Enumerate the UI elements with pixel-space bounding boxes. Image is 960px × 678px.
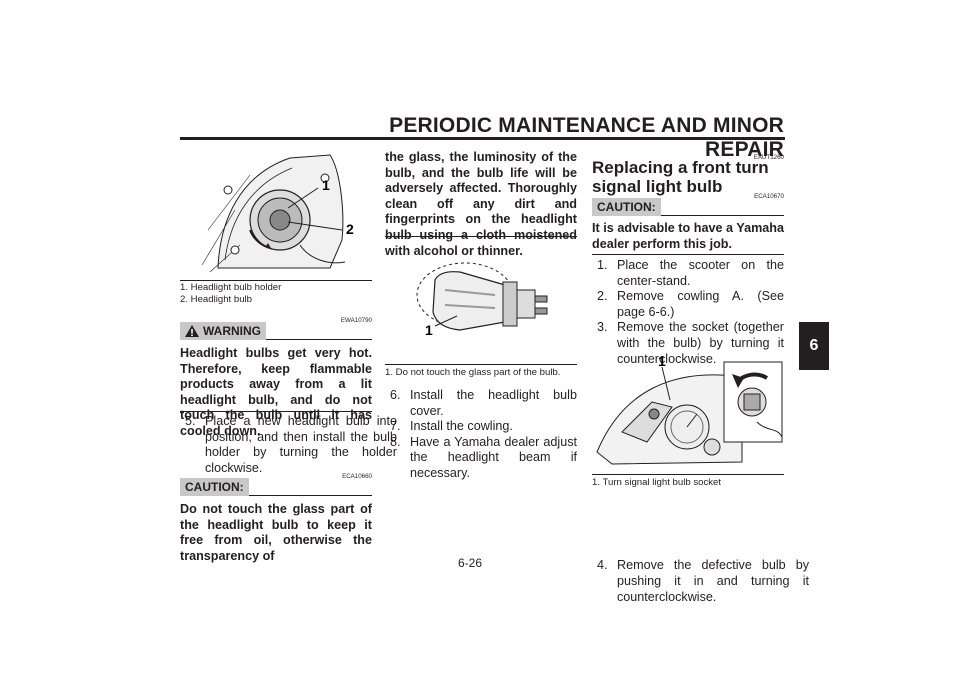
caution-end-rule — [592, 254, 784, 255]
figure-callout-2: 2 — [346, 221, 354, 237]
step-number: 8. — [390, 434, 401, 449]
step-number: 4. — [597, 558, 608, 573]
step-8: 8. Have a Yamaha dealer adjust the headli… — [385, 435, 577, 482]
figure-callout-1: 1 — [425, 322, 433, 338]
warning-triangle-icon — [185, 325, 199, 337]
figure-caption: 1. Do not touch the glass part of the bu… — [385, 367, 561, 378]
figure-caption-list: 1. Headlight bulb holder 2. Headlight bu… — [180, 282, 281, 306]
step-text: Remove the defective bulb by pushing it … — [617, 558, 809, 604]
warning-badge: WARNING — [180, 322, 266, 340]
step-text: Place the scooter on the center-stand. — [617, 258, 784, 288]
step-text: Have a Yamaha dealer adjust the headligh… — [410, 434, 577, 480]
caution-code: ECA10660 — [342, 473, 372, 480]
header-rule — [180, 137, 785, 140]
figure-caption: 2. Headlight bulb — [180, 294, 253, 305]
step-number: 7. — [390, 419, 401, 434]
step-number: 6. — [390, 388, 401, 402]
warning-rule — [266, 338, 372, 340]
caution-text: Do not touch the glass part of the headl… — [180, 502, 372, 563]
chapter-tab: 6 — [799, 322, 829, 370]
step-number: 5. — [185, 414, 196, 428]
step-2: 2. Remove cowling A. (See page 6-6.) — [592, 289, 784, 320]
caution-text: It is advisable to have a Yamaha dealer … — [592, 221, 784, 251]
step-number: 2. — [597, 289, 608, 304]
step-text: Remove the socket (together with the bul… — [617, 320, 784, 366]
warning-code: EWA10790 — [340, 317, 372, 324]
caution-text-continued: the glass, the luminosity of the bulb, a… — [385, 150, 577, 258]
figure-caption-rule — [385, 364, 577, 365]
caution-badge: CAUTION: — [180, 478, 249, 496]
caution-end-rule — [385, 236, 577, 237]
figure-caption: 1. Headlight bulb holder — [180, 282, 282, 293]
step-number: 3. — [597, 320, 608, 335]
step-text: Install the cowling. — [410, 419, 513, 434]
page-number: 6-26 — [457, 556, 483, 570]
step-text: Install the headlight bulb cover. — [410, 388, 577, 418]
warning-end-rule — [180, 411, 372, 412]
caution-badge-row: CAUTION: — [592, 198, 784, 216]
caution-rule — [660, 214, 784, 216]
bulb-glass-figure: 1 — [416, 262, 548, 338]
caution-code: ECA10670 — [754, 193, 784, 200]
section-code: EAUT1260 — [753, 154, 784, 161]
warning-label: WARNING — [203, 324, 261, 338]
headlight-bulb-figure: 1 2 — [201, 154, 354, 273]
figure-caption: 1. Turn signal light bulb socket — [592, 477, 722, 488]
step-number: 1. — [597, 258, 608, 272]
caution-rule — [248, 494, 372, 496]
caution-badge: CAUTION: — [592, 198, 661, 216]
step-text: Place a new headlight bulb into position… — [205, 414, 397, 475]
figure-callout-1: 1 — [322, 177, 330, 193]
step-1: 1. Place the scooter on the center-stand. — [592, 258, 784, 289]
section-heading: Replacing a front turn signal light bulb — [592, 158, 769, 196]
step-7: 7. Install the cowling. — [385, 419, 577, 435]
step-6: 6. Install the headlight bulb cover. — [385, 388, 577, 419]
turn-signal-socket-figure: 1 — [596, 353, 783, 465]
warning-badge-row: WARNING — [180, 322, 372, 340]
figure-caption-rule — [180, 280, 372, 281]
step-4: 4. Remove the defective bulb by pushing … — [592, 558, 809, 605]
caution-badge-row: CAUTION: — [180, 478, 372, 496]
steps-list: 6. Install the headlight bulb cover. 7. In… — [385, 388, 577, 482]
figure-callout-1: 1 — [658, 353, 666, 369]
figure-caption-rule — [592, 474, 784, 475]
step-text: Remove cowling A. (See page 6-6.) — [617, 289, 784, 319]
step-5: 5. Place a new headlight bulb into posit… — [180, 414, 397, 476]
page-header-title: PERIODIC MAINTENANCE AND MINOR REPAIR — [389, 114, 784, 161]
step-3: 3. Remove the socket (together with the b… — [592, 320, 784, 367]
steps-list: 1. Place the scooter on the center-stand.… — [592, 258, 784, 367]
